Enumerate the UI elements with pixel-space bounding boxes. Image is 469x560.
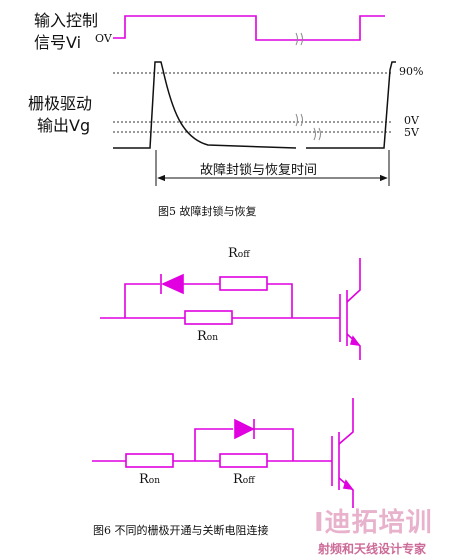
watermark-brand: Ⅰ迪拓培训 (314, 508, 433, 538)
bot-diode (234, 418, 255, 440)
bot-igbt-arrow (342, 479, 354, 491)
input-label-line1: 输入控制 (34, 11, 99, 30)
top-roff-resistor (219, 276, 268, 291)
top-igbt-arrow (349, 335, 361, 347)
bot-igbt-emitter (338, 477, 354, 508)
zero-v-label: 0V (404, 114, 419, 127)
fig5-caption: 图5 故障封锁与恢复 (158, 205, 257, 218)
input-break-mark (295, 32, 303, 46)
span-label: 故障封锁与恢复时间 (198, 163, 320, 178)
fig6-bottom-circuit (92, 398, 354, 508)
bot-ron-resistor (125, 453, 174, 468)
pct-90-label: 90% (399, 65, 424, 78)
gate-output-waveform (113, 61, 396, 149)
input-signal-waveform (113, 15, 385, 41)
ov-label: OV (95, 32, 112, 45)
five-v-label: 5V (404, 126, 419, 139)
top-ron-resistor (184, 310, 233, 325)
top-igbt-emitter (346, 333, 361, 360)
bot-roff-label: Roff (233, 472, 255, 487)
bot-ron-label: Ron (139, 472, 161, 487)
top-ron-label: Ron (197, 329, 219, 344)
fig6-caption: 图6 不同的栅极开通与关断电阻连接 (93, 524, 269, 537)
top-branch-wire (124, 283, 293, 318)
top-diode (161, 273, 184, 295)
input-label-line2: 信号Vi (34, 33, 82, 52)
fig6-top-circuit (100, 258, 361, 360)
top-igbt-collector (346, 258, 361, 303)
fig5-timing-diagram (113, 15, 396, 186)
bot-igbt-collector (338, 398, 354, 445)
gate-label-line2: 输出Vg (37, 116, 91, 135)
bot-roff-resistor (219, 453, 268, 468)
gate-break-mark (295, 113, 321, 141)
watermark-tagline: 射频和天线设计专家 (318, 542, 427, 556)
bot-branch-wire (194, 428, 294, 461)
gate-label-line1: 栅极驱动 (28, 94, 93, 113)
top-roff-label: Roff (228, 246, 250, 261)
